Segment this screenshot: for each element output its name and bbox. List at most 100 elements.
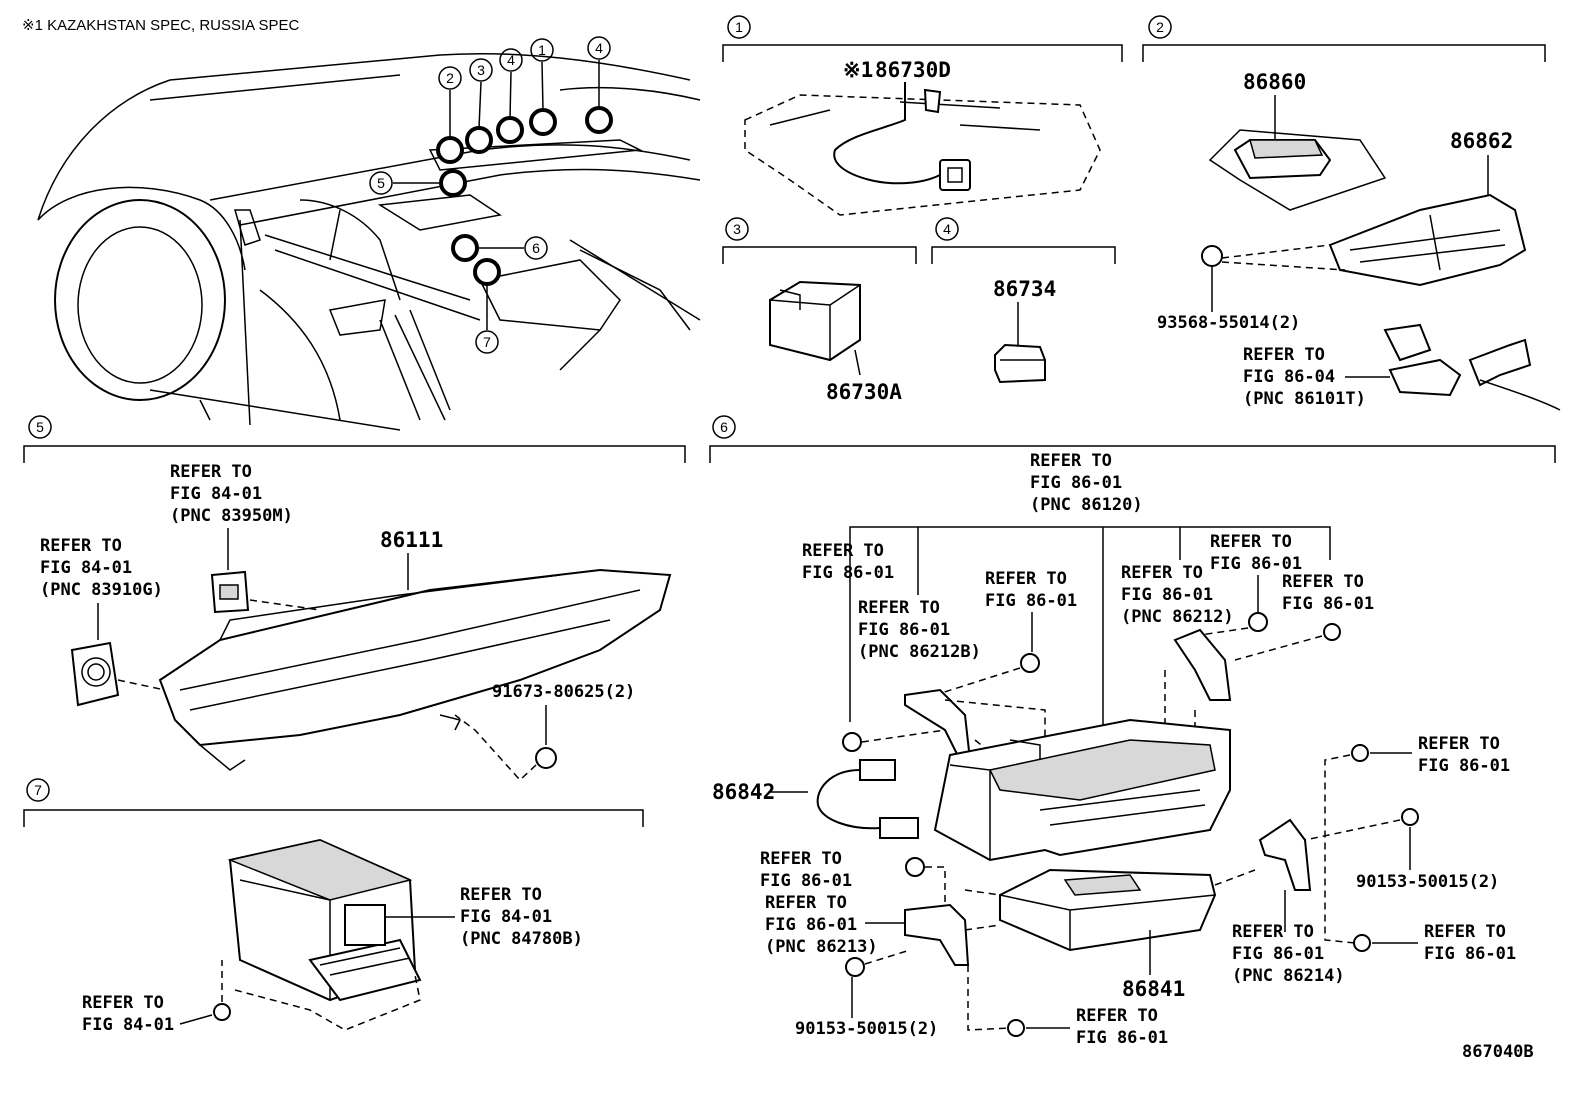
vehicle-overview	[37, 52, 701, 431]
refer-line: REFER TO	[858, 598, 940, 618]
refer-line: (PNC 84780B)	[460, 929, 583, 949]
callout-ring	[439, 169, 467, 197]
part-outline	[744, 94, 1101, 216]
refer-line: (PNC 86212B)	[858, 642, 981, 662]
bracket-plate	[1208, 129, 1387, 211]
bolt	[842, 732, 862, 752]
refer-line: FIG 86-04	[1243, 367, 1335, 387]
section-marker	[725, 217, 749, 241]
refer-line: REFER TO	[1243, 345, 1325, 365]
bolt	[845, 957, 865, 977]
refer-line: FIG 84-01	[82, 1015, 174, 1035]
part-number-91673: 91673-80625(2)	[492, 682, 635, 702]
refer-line: REFER TO	[170, 462, 252, 482]
part-number-90153-left: 90153-50015(2)	[795, 1019, 938, 1039]
refer-line: FIG 86-01	[985, 591, 1077, 611]
callout-ring	[451, 234, 479, 262]
refer-line: FIG 86-01	[1210, 554, 1302, 574]
note-mark: ※1	[843, 58, 873, 82]
part-number-86730A: 86730A	[826, 380, 902, 404]
part-number-86842: 86842	[712, 780, 775, 804]
refer-line: REFER TO	[1232, 922, 1314, 942]
refer-line: FIG 86-01	[1424, 944, 1516, 964]
part-number-86841: 86841	[1122, 977, 1185, 1001]
control-unit-86841	[999, 868, 1217, 952]
refer-line: REFER TO	[760, 849, 842, 869]
refer-line: REFER TO	[1030, 451, 1112, 471]
bolt	[1020, 653, 1040, 673]
bolt	[535, 747, 557, 769]
callout-label: 4	[595, 40, 603, 56]
vehicle-callouts: 2 3 4 1 4 5 6 7	[369, 36, 613, 354]
refer-line: REFER TO	[765, 893, 847, 913]
refer-line: FIG 84-01	[170, 484, 262, 504]
bolt	[905, 857, 925, 877]
refer-line: FIG 86-01	[802, 563, 894, 583]
refer-line: REFER TO	[40, 536, 122, 556]
bracket-86213	[904, 903, 970, 966]
bolt	[1323, 623, 1341, 641]
harness-86842	[816, 769, 881, 830]
section-1: 1 ※1 86730D	[722, 15, 1123, 216]
callout-marker-4	[499, 48, 523, 72]
section-marker	[1148, 15, 1172, 39]
refer-line: (PNC 86120)	[1030, 495, 1143, 515]
refer-line: FIG 86-01	[1232, 944, 1324, 964]
callout-ring	[529, 108, 557, 136]
part-number-90153-right: 90153-50015(2)	[1356, 872, 1499, 892]
refer-line: REFER TO	[82, 993, 164, 1013]
bolt	[1007, 1019, 1025, 1037]
section-marker	[727, 15, 751, 39]
bolt	[1351, 744, 1369, 762]
bolt	[1353, 934, 1371, 952]
refer-line: FIG 86-01	[760, 871, 852, 891]
section-number: 4	[943, 221, 951, 237]
callout-label: 7	[483, 334, 491, 350]
section-5: 5 REFER TO FIG 84-01 (PNC 83950M) REFER …	[23, 415, 686, 782]
section-number: 2	[1156, 19, 1164, 35]
sensor-86734	[994, 343, 1046, 384]
callout-marker-7	[475, 330, 499, 354]
callout-marker-1	[530, 38, 554, 62]
bolt	[1248, 612, 1268, 632]
refer-line: REFER TO	[460, 885, 542, 905]
refer-line: REFER TO	[1121, 563, 1203, 583]
refer-line: FIG 84-01	[40, 558, 132, 578]
refer-line: FIG 86-01	[1121, 585, 1213, 605]
callout-marker-5	[369, 171, 393, 195]
refer-bracket	[849, 526, 1331, 725]
callout-ring	[496, 116, 524, 144]
section-3: 3 86730A	[722, 217, 917, 404]
callout-ring	[473, 258, 501, 286]
refer-line: FIG 86-01	[1030, 473, 1122, 493]
refer-line: FIG 86-01	[765, 915, 857, 935]
callout-label: 2	[446, 70, 454, 86]
bracket-86214	[1258, 818, 1312, 891]
part-number-93568: 93568-55014(2)	[1157, 313, 1300, 333]
refer-line: REFER TO	[1076, 1006, 1158, 1026]
harness-86101T	[1388, 358, 1462, 397]
section-number: 5	[36, 419, 44, 435]
connector	[859, 759, 896, 781]
refer-line: REFER TO	[1418, 734, 1500, 754]
section-4: 4 86734	[931, 217, 1116, 384]
refer-line: FIG 86-01	[1418, 756, 1510, 776]
callout-marker-3	[469, 58, 493, 82]
section-number: 3	[733, 221, 741, 237]
refer-line: REFER TO	[1282, 572, 1364, 592]
refer-line: REFER TO	[1210, 532, 1292, 552]
section-marker	[28, 415, 52, 439]
refer-line: (PNC 83950M)	[170, 506, 293, 526]
section-number: 7	[34, 782, 42, 798]
refer-line: (PNC 86101T)	[1243, 389, 1366, 409]
bolt	[213, 1003, 231, 1021]
refer-line: FIG 86-01	[858, 620, 950, 640]
section-number: 6	[720, 419, 728, 435]
section-marker	[712, 415, 736, 439]
callout-label: 4	[507, 52, 515, 68]
callout-label: 3	[477, 62, 485, 78]
figure-id: 867040B	[1462, 1042, 1534, 1062]
callout-label: 6	[532, 240, 540, 256]
refer-line: (PNC 83910G)	[40, 580, 163, 600]
